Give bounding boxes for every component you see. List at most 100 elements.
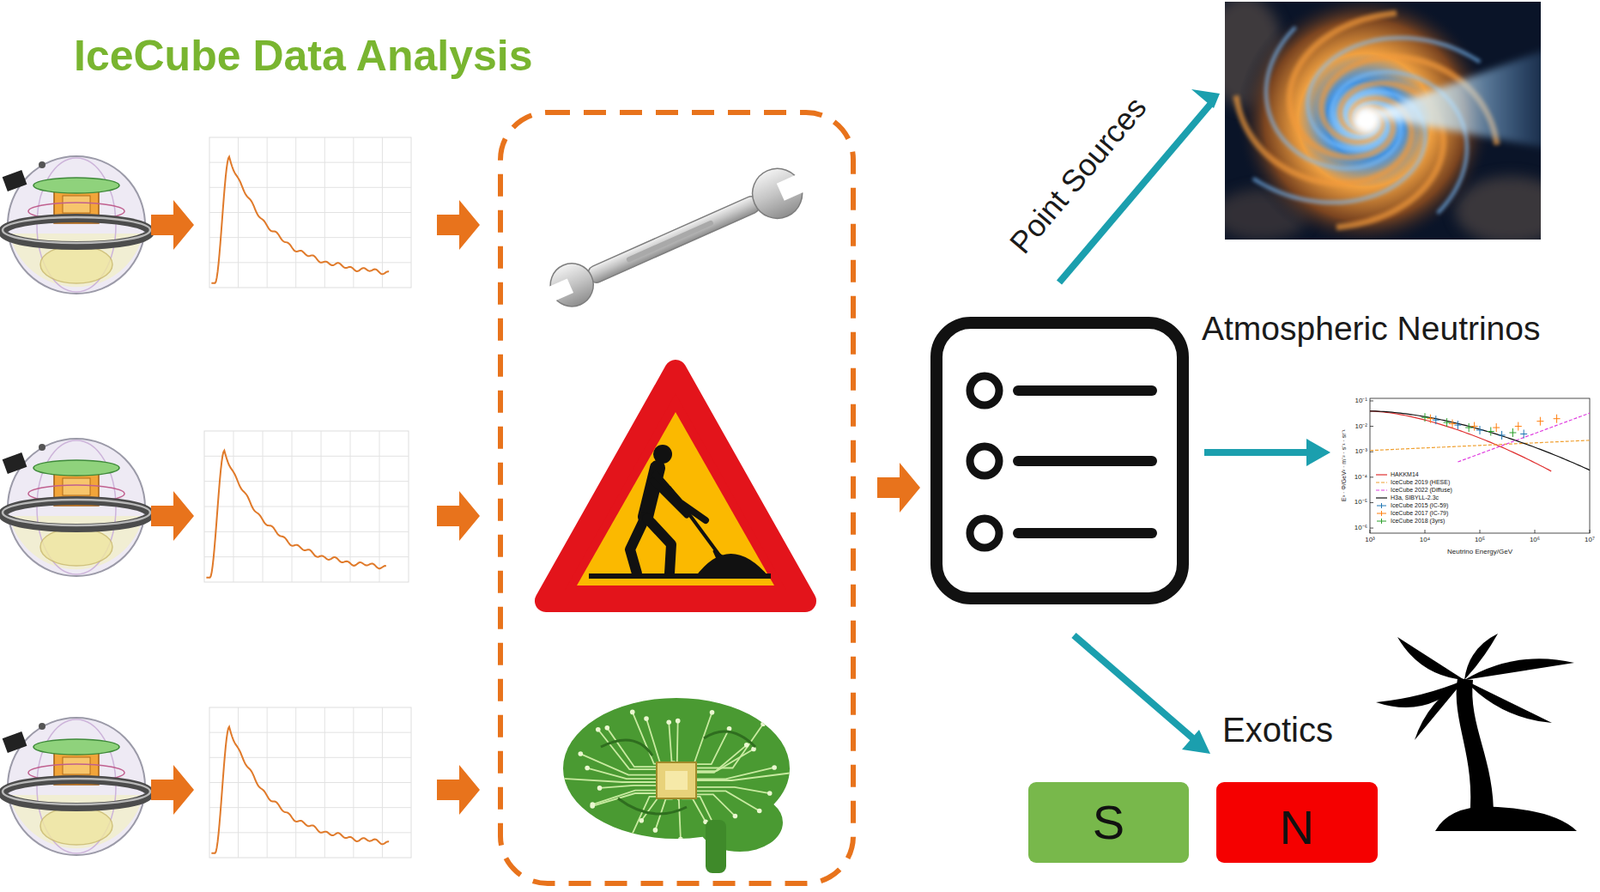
block-arrow — [151, 490, 194, 541]
brain-icon — [656, 762, 697, 799]
axis-title: E³ · Φ/GeV² · m⁻² · s⁻¹ · sr⁻¹ — [1340, 429, 1348, 502]
label-text: 10³ — [1364, 536, 1376, 545]
list-icon — [969, 375, 1000, 548]
flux-chart — [1369, 529, 1371, 534]
list-icon — [1018, 385, 1152, 396]
circuit-traces — [606, 727, 662, 767]
teal-arrow — [1306, 438, 1331, 467]
flux-chart — [1536, 417, 1544, 426]
circuit-traces — [695, 787, 770, 794]
flux-chart — [1465, 423, 1473, 432]
flux-chart — [1534, 529, 1536, 534]
flux-chart — [1432, 415, 1440, 425]
waveform-plot — [204, 137, 412, 858]
brain-icon — [557, 695, 799, 876]
label-text: 10⁷ — [1584, 536, 1595, 545]
circuit-traces — [595, 727, 601, 733]
flux-chart — [1369, 411, 1552, 472]
flux-chart — [1454, 420, 1461, 430]
optical-module — [2, 717, 151, 855]
flux-chart — [1448, 419, 1456, 429]
label-text: Neutrino Energy/GeV — [1447, 548, 1513, 557]
label-text: E³ · Φ/GeV² · m⁻² · s⁻¹ · sr⁻¹ — [1340, 429, 1348, 502]
optical-module — [2, 156, 151, 294]
roadwork-sign — [695, 553, 770, 577]
flux-chart — [1589, 529, 1591, 534]
circuit-traces — [675, 718, 681, 724]
flux-chart — [1476, 425, 1484, 435]
list-icon — [936, 322, 1183, 599]
list-icon — [969, 375, 1000, 406]
flux-chart — [1443, 418, 1451, 427]
legend-entry: IceCube 2018 (3yrs) — [1389, 517, 1446, 525]
circuit-traces — [790, 769, 796, 776]
circuit-traces — [676, 721, 678, 762]
teal-arrow — [1181, 729, 1211, 754]
flux-chart — [1457, 412, 1590, 462]
circuit-traces — [686, 728, 729, 764]
legend-sample — [1375, 473, 1388, 475]
block-arrow — [151, 200, 194, 250]
teal-arrow — [1204, 448, 1317, 456]
circuit-traces — [584, 765, 590, 771]
flux-chart — [1487, 427, 1495, 437]
legend-sample — [1376, 518, 1387, 524]
label-text: Exotics — [1222, 710, 1334, 749]
wrench-icon — [532, 155, 823, 322]
legend-samples — [1375, 474, 1388, 524]
category-label: Exotics — [1222, 710, 1334, 749]
category-label: Atmospheric Neutrinos — [1201, 310, 1541, 348]
axis-tick-label: 10⁻² — [1354, 422, 1368, 431]
title-text: IceCube Data Analysis — [73, 32, 533, 80]
roadwork-sign — [576, 412, 775, 586]
list-icon — [936, 322, 1183, 599]
flux-chart — [1421, 412, 1429, 422]
flux-chart — [1369, 502, 1374, 504]
circuit-traces — [694, 748, 754, 771]
wrench-icon — [543, 256, 600, 314]
block-arrow — [436, 764, 480, 815]
waveform-plot — [204, 506, 409, 508]
waveform-plot — [204, 430, 409, 582]
legend-text: IceCube 2019 (HESE) — [1389, 478, 1451, 486]
circuit-traces — [760, 721, 766, 727]
circuit-traces — [597, 785, 603, 791]
legend-entry: IceCube 2022 (Diffuse) — [1389, 486, 1454, 494]
waveform-plot — [209, 261, 412, 263]
block-arrow — [151, 200, 921, 815]
axis-tick-label: 10⁻⁶ — [1354, 524, 1368, 533]
label-text: 10⁻¹ — [1354, 397, 1368, 406]
brain-icon — [705, 819, 727, 873]
teal-arrow — [1059, 89, 1331, 754]
flux-chart — [1369, 400, 1374, 401]
palm-tree — [1435, 806, 1577, 831]
optical-module — [2, 438, 151, 576]
list-icon — [969, 518, 1000, 548]
axis-tick-label: 10⁻⁵ — [1354, 498, 1368, 507]
legend-text: HAKKM14 — [1389, 471, 1420, 479]
label-text: 10⁻² — [1354, 422, 1368, 431]
list-icon — [1018, 390, 1152, 534]
brain-icon — [557, 695, 799, 876]
waveform-plot — [204, 556, 409, 558]
circuit-traces — [580, 753, 657, 776]
legend-entry: HAKKM14 — [1389, 471, 1420, 479]
waveform-plot — [209, 212, 412, 213]
palm-tree — [1464, 679, 1552, 723]
waveform-plot — [204, 480, 409, 482]
waveform-plot — [211, 157, 389, 284]
legend-text: IceCube 2017 (IC-79) — [1389, 509, 1449, 517]
axis-tick-label: 10⁶ — [1529, 536, 1540, 545]
waveform-plot — [204, 531, 409, 533]
flux-chart — [1369, 398, 1590, 534]
circuit-traces — [630, 709, 636, 716]
list-icon — [1018, 455, 1152, 467]
circuit-traces — [678, 836, 684, 843]
roadwork-sign — [630, 516, 646, 574]
arrow-label: Point Sources — [1003, 90, 1153, 260]
axis-tick-label: 10⁻¹ — [1354, 397, 1368, 406]
diagram-title: IceCube Data Analysis — [73, 32, 533, 80]
label-text: Point Sources — [1003, 90, 1153, 260]
dashed-bracket — [500, 112, 854, 884]
roadwork-sign — [655, 474, 706, 521]
